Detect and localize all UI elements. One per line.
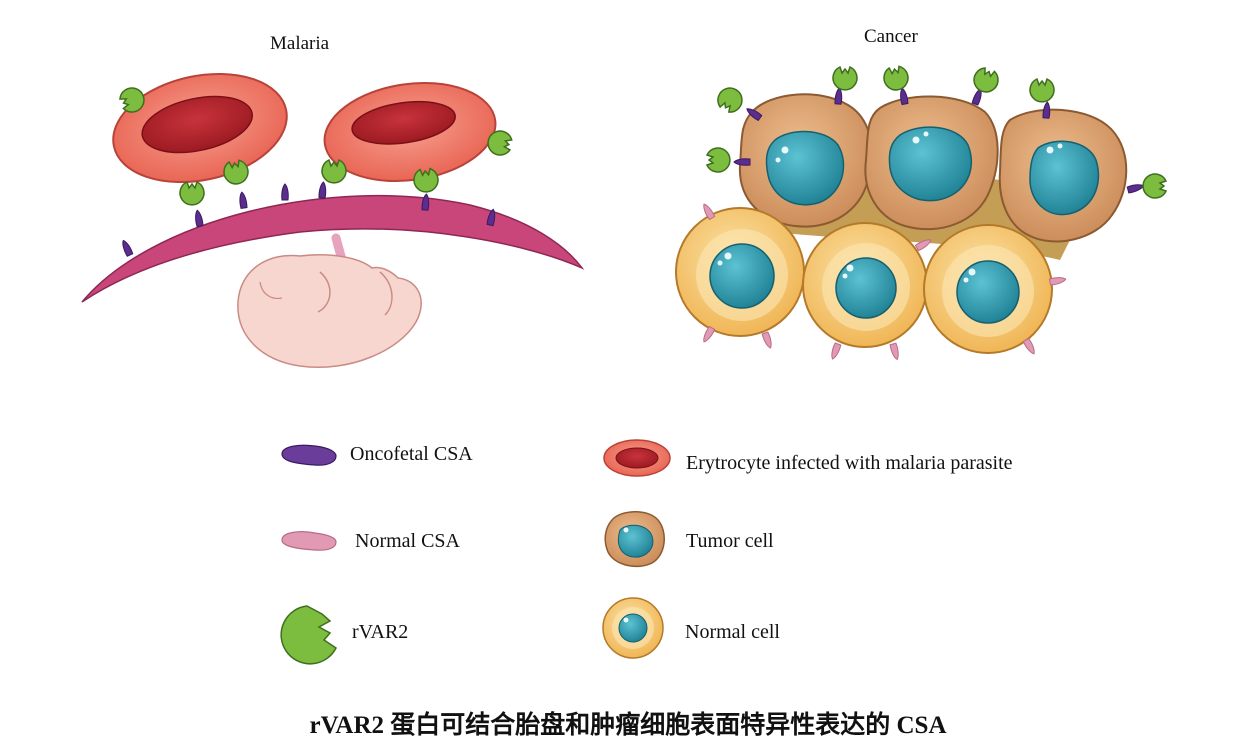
legend-label-normal-csa: Normal CSA (355, 530, 460, 552)
normal-csa-marker (700, 325, 716, 344)
legend-label-rvar2: rVAR2 (352, 621, 409, 643)
rvar2-marker (321, 159, 347, 184)
oncofetal-csa-marker (1126, 182, 1145, 194)
tumor-cell (998, 108, 1128, 243)
tumor-cell (738, 93, 874, 228)
oncofetal-csa-marker (733, 158, 751, 166)
normal-cell (675, 207, 805, 337)
cancer-panel-title: Cancer (864, 26, 918, 47)
oncofetal-csa-marker (318, 181, 328, 199)
normal-csa-marker (761, 331, 775, 350)
oncofetal-csa-marker (281, 183, 289, 201)
tumor-cell (864, 95, 999, 231)
legend-label-oncofetal-csa: Oncofetal CSA (350, 443, 473, 465)
normal-csa-icon (281, 531, 337, 551)
rvar2-marker (832, 66, 858, 91)
oncofetal-csa-marker (238, 191, 248, 209)
normal-cell (802, 222, 928, 348)
placenta-membrane (81, 195, 585, 303)
legend-label-infected-erythrocyte: Erytrocyte infected with malaria parasit… (686, 452, 1013, 474)
normal-cell (923, 224, 1053, 354)
rvar2-icon (280, 605, 337, 665)
rvar2-marker (713, 82, 748, 117)
normal-csa-marker (1048, 275, 1067, 286)
rvar2-marker (1029, 78, 1055, 103)
infected-erythrocyte-icon (603, 439, 671, 477)
figure-caption: rVAR2 蛋白可结合胎盘和肿瘤细胞表面特异性表达的 CSA (309, 712, 947, 739)
rvar2-marker (706, 147, 731, 173)
oncofetal-csa-marker (119, 238, 134, 257)
normal-csa-marker (700, 202, 716, 221)
legend-label-normal-cell: Normal cell (685, 621, 780, 643)
oncofetal-csa-marker (421, 193, 431, 211)
normal-cell-icon (602, 597, 664, 659)
rvar2-marker (969, 64, 1002, 97)
malaria-panel-title: Malaria (270, 33, 330, 54)
normal-csa-marker (1022, 337, 1038, 356)
oncofetal-csa-marker (1042, 101, 1052, 119)
normal-csa-marker (828, 342, 842, 361)
infected-erythrocyte (323, 81, 497, 183)
malaria-panel (81, 72, 585, 368)
cancer-panel (675, 64, 1167, 361)
tumor-cell-icon (604, 511, 665, 568)
rvar2-marker (881, 64, 911, 93)
rvar2-marker (179, 181, 205, 206)
normal-csa-marker (889, 342, 901, 361)
rvar2-marker (412, 167, 440, 194)
oncofetal-csa-icon (281, 444, 337, 466)
fetus (237, 253, 422, 368)
oncofetal-csa-marker (834, 87, 844, 105)
legend-label-tumor-cell: Tumor cell (686, 530, 774, 552)
oncofetal-csa-marker (193, 209, 204, 228)
infected-erythrocyte (112, 72, 288, 184)
rvar2-marker (1142, 173, 1167, 199)
